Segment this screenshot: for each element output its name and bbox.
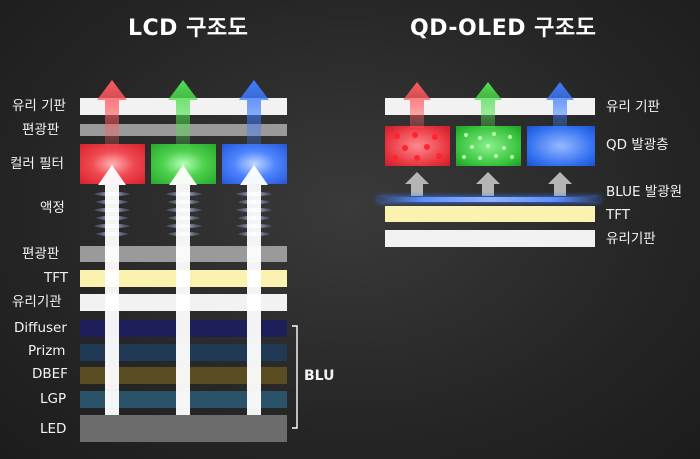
- qdoled-red-dots: [392, 132, 442, 161]
- qdoled-green-dots: [462, 132, 514, 160]
- lcd-label-glass-bottom: 유리기관: [12, 294, 62, 310]
- qdoled-source-arrow-2-icon: [476, 172, 500, 196]
- lcd-label-prizm: Prizm: [28, 343, 66, 359]
- lcd-label-polarizer-bottom: 편광판: [22, 246, 60, 262]
- lcd-backlight-arrow-2-icon: [169, 165, 197, 415]
- qdoled-label-glass-bottom: 유리기판: [606, 231, 656, 247]
- lcd-label-liquid-crystal: 액정: [40, 200, 65, 216]
- qdoled-title: QD-OLED 구조도: [410, 16, 597, 41]
- lcd-green-output-arrow-icon: [168, 80, 198, 146]
- qdoled-blue-source-layer: [378, 197, 600, 202]
- lcd-blue-output-arrow-icon: [239, 80, 269, 146]
- lcd-label-diffuser: Diffuser: [14, 320, 67, 336]
- lcd-label-color-filter: 컬러 필터: [10, 156, 64, 172]
- qdoled-label-tft: TFT: [606, 207, 631, 223]
- lcd-label-glass: 유리 기판: [12, 98, 66, 114]
- lcd-label-led: LED: [40, 421, 67, 437]
- lcd-backlight-arrow-1-icon: [98, 165, 126, 415]
- qdoled-red-output-arrow-icon: [403, 82, 431, 128]
- qdoled-label-qd-layer: QD 발광층: [606, 137, 669, 153]
- qdoled-qd-blue: [527, 126, 595, 166]
- lcd-title: LCD 구조도: [128, 16, 249, 41]
- lcd-label-lgp: LGP: [40, 391, 67, 407]
- qdoled-source-arrow-1-icon: [405, 172, 429, 196]
- qdoled-source-arrow-3-icon: [548, 172, 572, 196]
- qdoled-tft-layer: [385, 206, 595, 222]
- qdoled-green-output-arrow-icon: [474, 82, 502, 128]
- qdoled-glass-bottom-layer: [385, 230, 595, 247]
- lcd-backlight-arrow-3-icon: [240, 165, 268, 415]
- qdoled-label-glass: 유리 기판: [606, 99, 660, 115]
- lcd-red-output-arrow-icon: [97, 80, 127, 146]
- lcd-label-tft: TFT: [44, 270, 69, 286]
- lcd-label-dbef: DBEF: [32, 366, 68, 382]
- lcd-led-layer: [80, 415, 287, 442]
- lcd-label-polarizer-top: 편광판: [22, 122, 60, 138]
- blu-bracket: [292, 325, 298, 429]
- qdoled-blue-output-arrow-icon: [546, 82, 574, 128]
- qdoled-label-blue-source: BLUE 발광원: [606, 184, 683, 200]
- blu-label: BLU: [304, 368, 335, 384]
